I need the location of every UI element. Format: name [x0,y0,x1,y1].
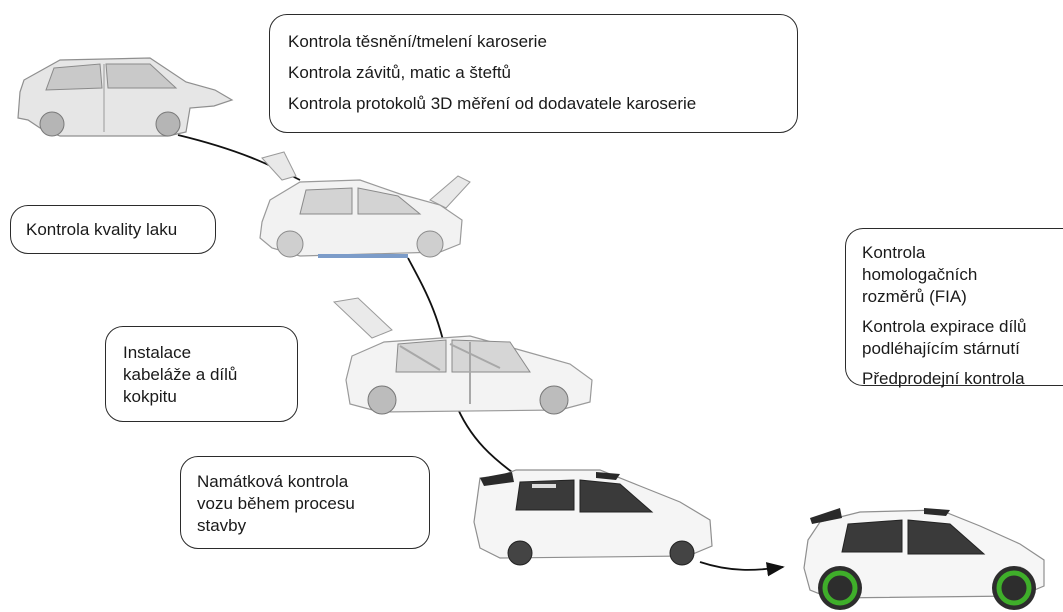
final-checks-line-3: Předprodejní kontrola [862,369,1025,388]
car-stage-roll-cage [332,297,593,415]
wiring-install-text: Instalace kabeláže a dílů kokpitu [123,343,238,406]
paint-quality-text: Kontrola kvality laku [26,220,178,239]
flow-arrow [699,561,785,577]
body-checks-line-2: Kontrola závitů, matic a šteftů [288,63,511,82]
final-checks-line-1: Kontrola homologačních rozměrů (FIA) [862,243,978,306]
body-checks-line-3: Kontrola protokolů 3D měření od dodavate… [288,94,697,113]
paint-quality-box: Kontrola kvality laku [10,205,216,254]
wiring-install-box: Instalace kabeláže a dílů kokpitu [105,326,298,422]
body-checks-line-1: Kontrola těsnění/tmelení karoserie [288,32,547,51]
car-stage-assembled [473,469,713,566]
car-stage-painted-body [259,151,471,258]
final-checks-box: Kontrola homologačních rozměrů (FIA) Kon… [845,228,1063,388]
car-stage-finished [803,508,1045,610]
random-check-text: Namátková kontrola vozu během procesu st… [197,472,355,535]
body-checks-box: Kontrola těsnění/tmelení karoserie Kontr… [269,14,798,133]
random-check-box: Namátková kontrola vozu během procesu st… [180,456,430,549]
final-checks-line-2: Kontrola expirace dílů podléhajícím stár… [862,317,1027,358]
car-stage-bare-body [17,57,234,137]
